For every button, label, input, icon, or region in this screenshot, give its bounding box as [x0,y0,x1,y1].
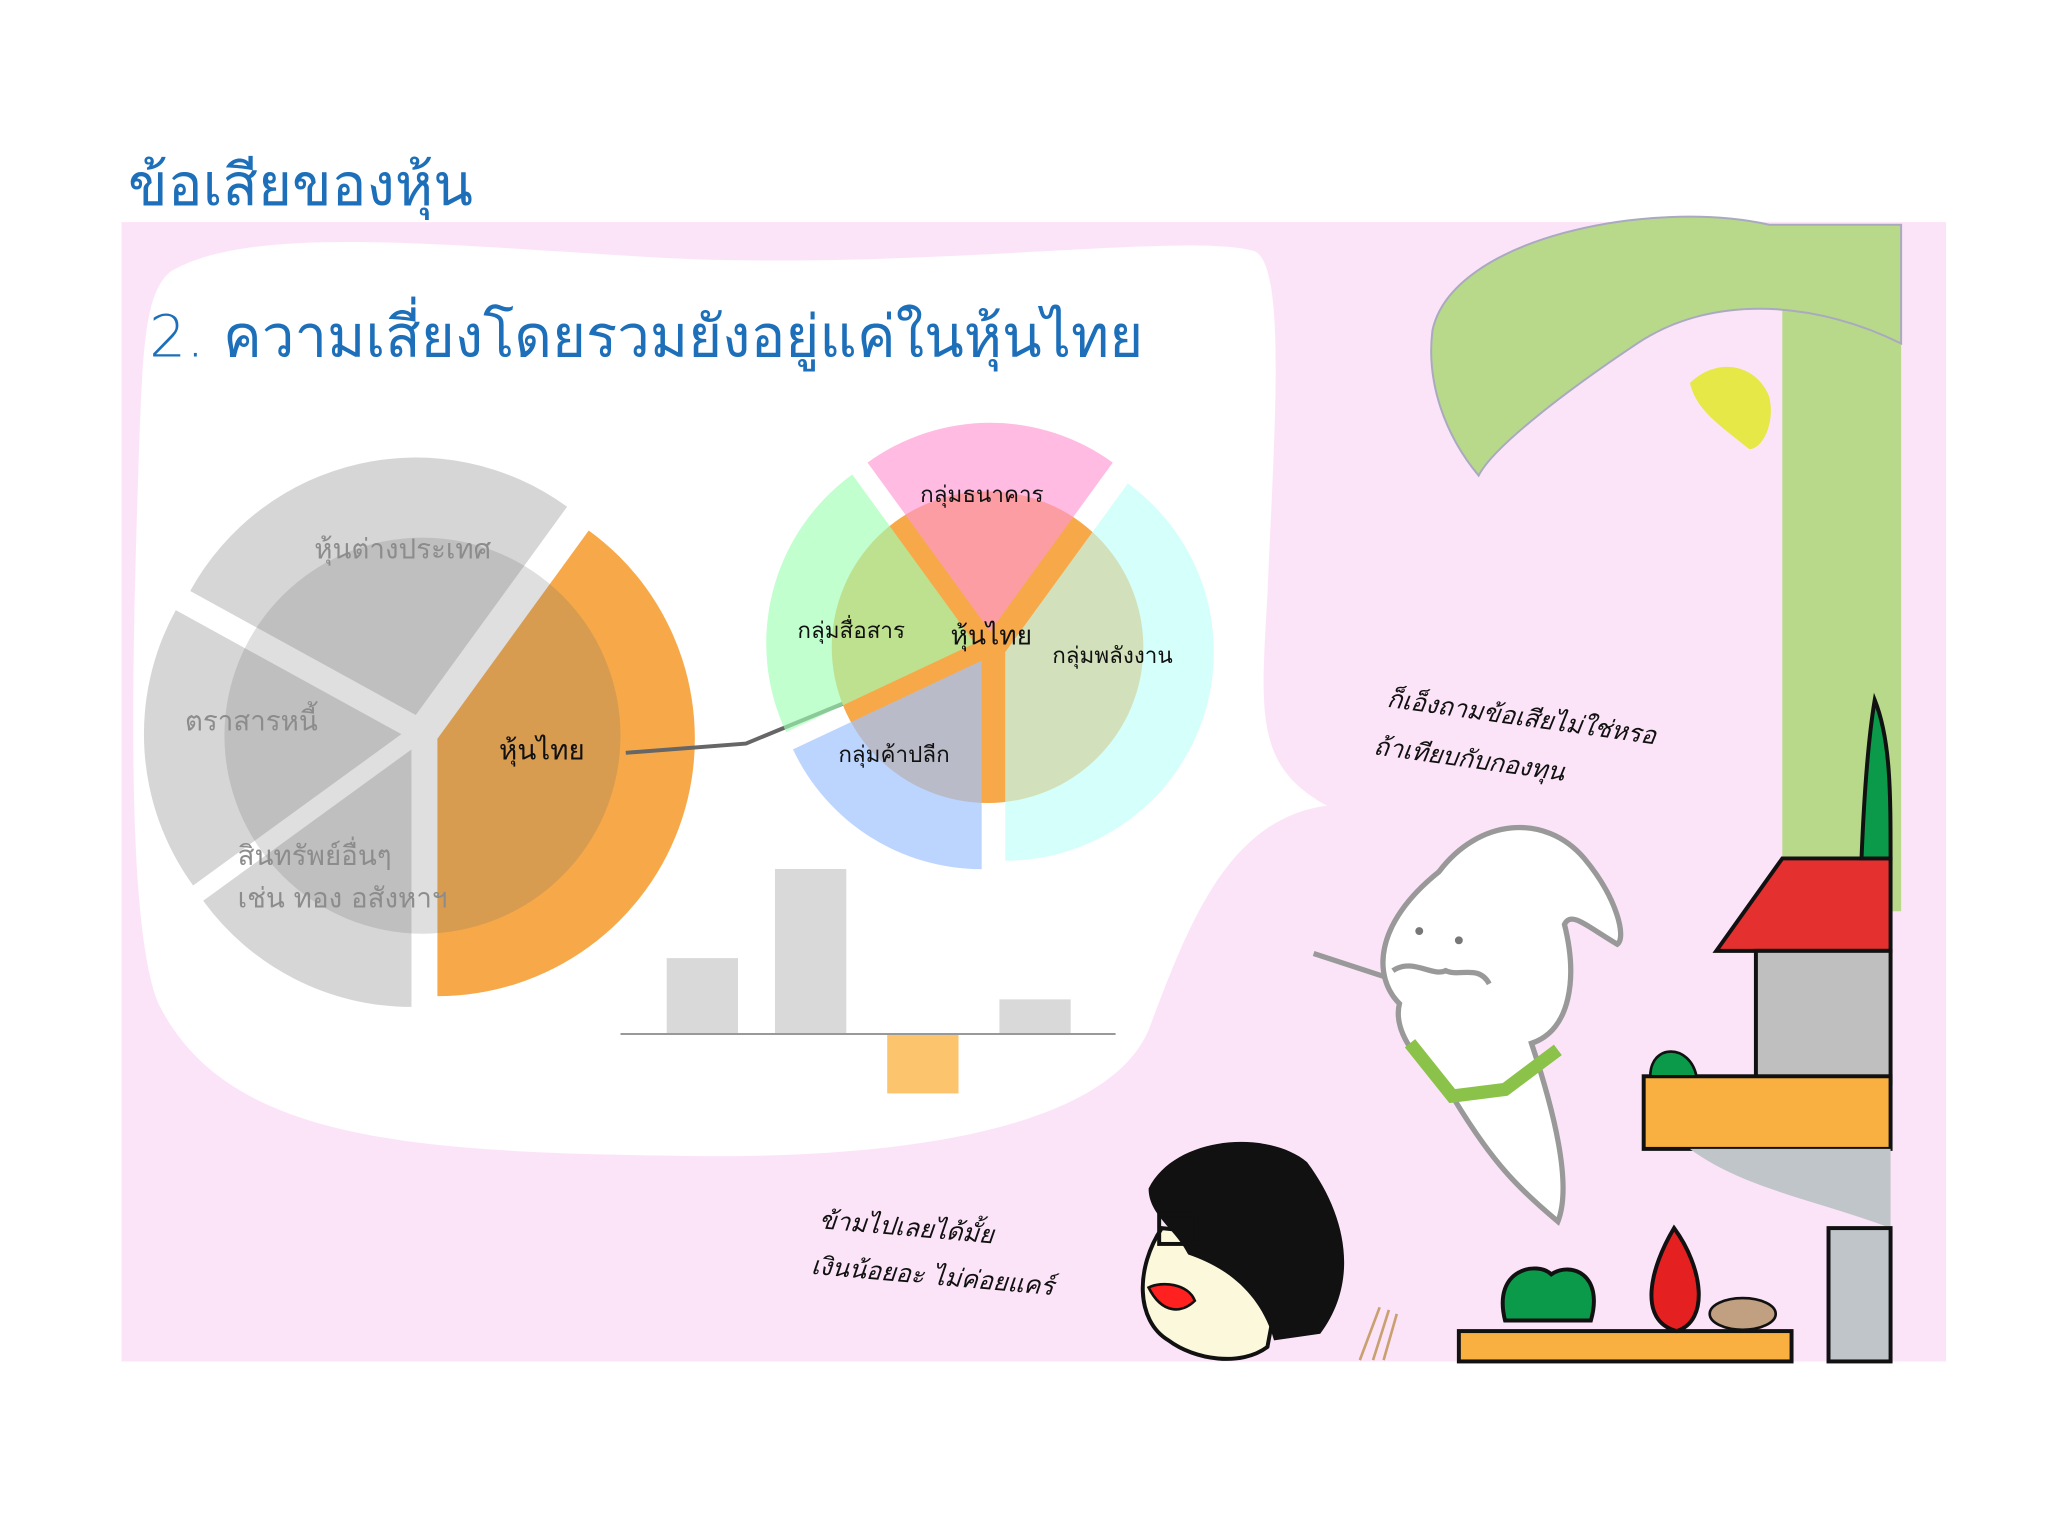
pie-slice-retail [792,660,982,870]
man-illustration [1140,1141,1399,1361]
bar-1 [666,958,739,1035]
label-thai-stocks: หุ้นไทย [499,733,585,767]
pie-slice-foreign-stocks [190,457,568,715]
label-other-assets: สินทรัพย์อื่นๆ [238,836,392,872]
ghost-illustration [1312,824,1624,1226]
pie-slice-other-assets [203,749,412,1007]
spirit-house-illustration [1456,692,1893,1364]
label-other-assets-examples: เช่น ทอง อสังหาฯ [238,881,448,914]
subtitle: 2. ความเสี่ยงโดยรวมยังอยู่แค่ในหุ้นไทย [149,297,1143,373]
label-thai-stocks-center: หุ้นไทย [951,621,1033,652]
label-foreign-stocks: หุ้นต่างประเทศ [314,533,491,567]
pie-slice-communication [766,474,975,733]
label-banking: กลุ่มธนาคาร [920,482,1043,508]
bar-4 [999,999,1071,1035]
pie-slice-banking [867,422,1113,632]
label-energy: กลุ่มพลังงาน [1052,643,1173,669]
pie-slice-bonds [143,610,402,886]
bar-chart [620,868,1116,1094]
sector-pie: กลุ่มธนาคาร กลุ่มพลังงาน กลุ่มค้าปลีก กล… [766,422,1214,870]
bar-2 [774,868,847,1035]
bar-3 [887,1034,959,1094]
pie-inner-ring [224,537,621,934]
pie-slice-thai-stocks [437,530,695,997]
allocation-pie: หุ้นต่างประเทศ ตราสารหนี้ สินทรัพย์อื่นๆ… [143,457,695,1007]
label-retail: กลุ่มค้าปลีก [838,742,949,768]
label-communication: กลุ่มสื่อสาร [797,614,905,644]
label-bonds: ตราสารหนี้ [185,701,318,737]
page-title: ข้อเสียของหุ้น [128,151,473,221]
pie-slice-energy [1005,483,1214,861]
